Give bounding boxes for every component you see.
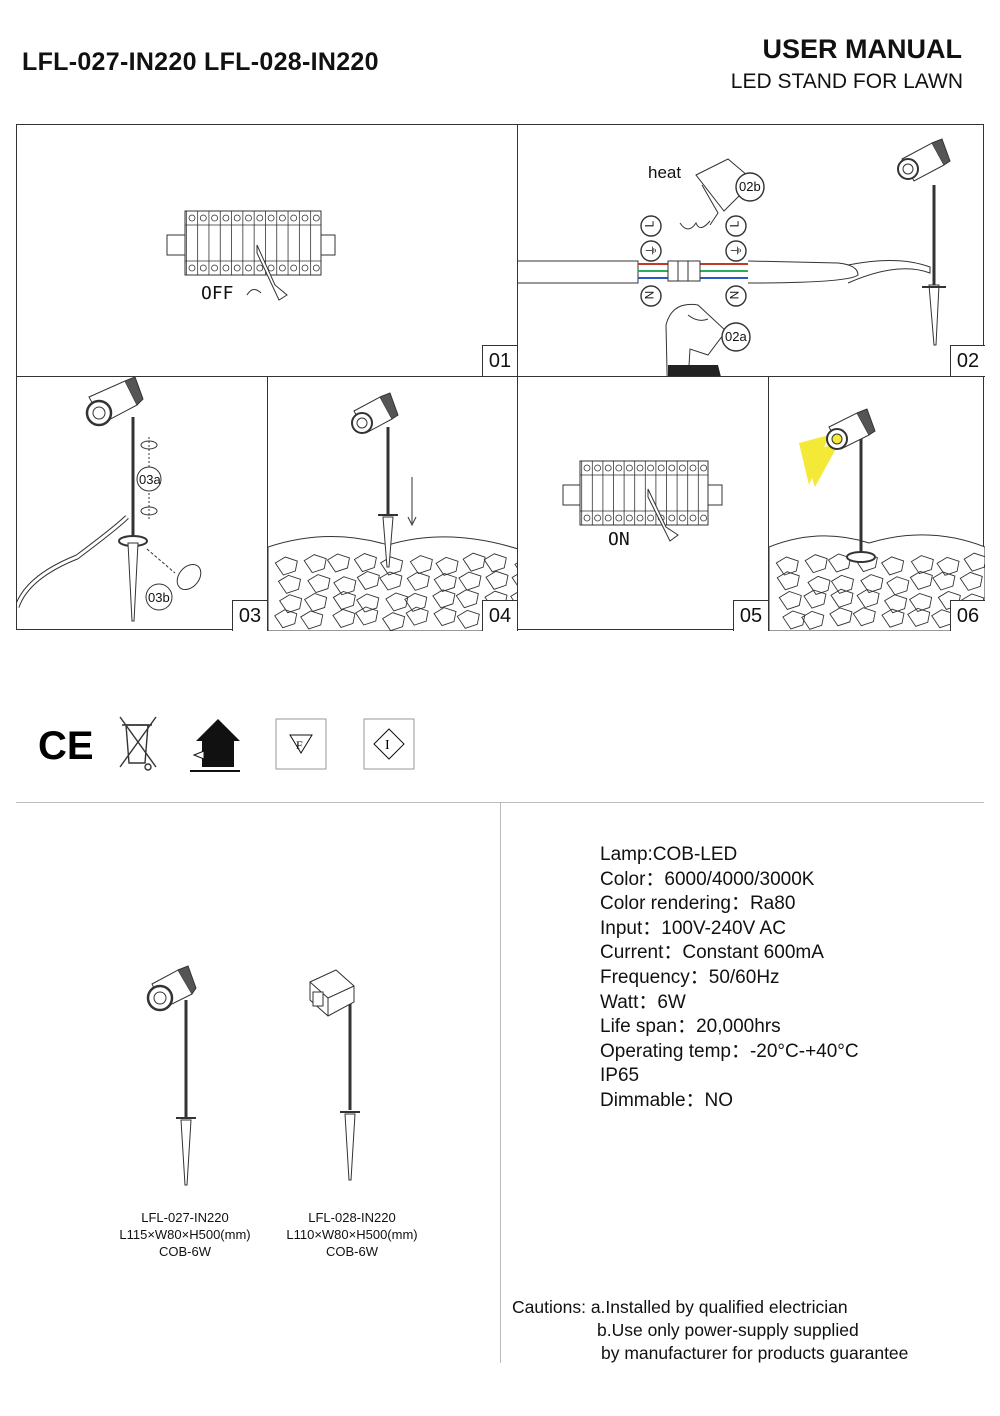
off-label: OFF [201, 283, 234, 304]
step-panel-02: heat 02b 02a L ⏚ N L ⏚ N 02 [518, 125, 985, 377]
assembly-illustration [17, 377, 202, 622]
step-number-04: 04 [482, 600, 517, 631]
indoor-outdoor-icon [190, 719, 240, 772]
step-panel-04: 04 [268, 377, 518, 631]
spec-dimmable: Dimmable：NO [600, 1089, 734, 1111]
spec-lamp: Lamp:COB-LED [600, 844, 738, 865]
spec-input: Input：100V-240V AC [600, 917, 786, 939]
product-model: LFL-028-IN220 [308, 1210, 396, 1225]
f-mark-icon: F [275, 718, 327, 770]
wire-label-l-left: L [642, 220, 657, 228]
wire-label-l-right: L [727, 220, 742, 228]
wire-label-n-right: N [727, 290, 742, 300]
certification-icons: CE F I [30, 715, 450, 775]
section-divider-horizontal [16, 802, 984, 803]
product-model: LFL-027-IN220 [141, 1210, 229, 1225]
spec-life-span: Life span：20,000hrs [600, 1016, 781, 1038]
step-number-03: 03 [232, 600, 267, 631]
wire-label-n-left: N [642, 290, 657, 300]
product-size: L115×W80×H500(mm) [119, 1227, 251, 1242]
callout-03b: 03b [148, 590, 170, 605]
heat-label: heat [648, 163, 682, 182]
spec-operating-temp: Operating temp：-20°C-+40°C [600, 1040, 859, 1062]
product-lfl-028-drawing [309, 969, 360, 1181]
manual-subtitle: LED STAND FOR LAWN [730, 70, 963, 93]
step-number-01: 01 [482, 345, 517, 376]
product-caption-lfl-027: LFL-027-IN220 L115×W80×H500(mm) COB-6W [100, 1209, 270, 1260]
specifications-list: Lamp:COB-LED Color：6000/4000/3000K Color… [600, 843, 859, 1114]
instruction-grid: OFF 01 [16, 124, 985, 631]
step-panel-05: ON 05 [518, 377, 769, 631]
manual-title: USER MANUAL [762, 34, 963, 64]
caution-b2: by manufacturer for products guarantee [601, 1343, 909, 1363]
wire-label-pe-left: ⏚ [644, 244, 659, 257]
on-label: ON [608, 529, 630, 550]
step-panel-03: 03a 03b 03 [17, 377, 268, 631]
lamp-lit-illustration [769, 408, 985, 631]
weee-bin-icon [119, 716, 157, 771]
section-divider-vertical [500, 803, 501, 1363]
ce-mark-icon: CE [38, 724, 94, 768]
callout-02a: 02a [725, 329, 747, 344]
ground-insert-illustration [268, 392, 517, 631]
model-title: LFL-027-IN220 LFL-028-IN220 [22, 48, 379, 76]
breaker-off-illustration [166, 210, 336, 301]
callout-02b: 02b [739, 179, 761, 194]
product-drawings [146, 965, 360, 1186]
svg-text:I: I [385, 738, 390, 753]
step-panel-06: 06 [769, 377, 985, 631]
spec-ip-rating: IP65 [600, 1065, 640, 1087]
product-lfl-027-drawing [146, 965, 197, 1186]
wire-label-pe-right: ⏚ [729, 244, 744, 257]
step-number-05: 05 [733, 600, 768, 631]
caution-b1: b.Use only power-supply supplied [597, 1320, 859, 1340]
step-number-02: 02 [950, 345, 985, 376]
product-size: L110×W80×H500(mm) [286, 1227, 418, 1242]
spec-color-rendering: Color rendering：Ra80 [600, 893, 796, 915]
product-caption-lfl-028: LFL-028-IN220 L110×W80×H500(mm) COB-6W [266, 1209, 438, 1260]
svg-text:CE: CE [38, 724, 94, 768]
caution-a: a.Installed by qualified electrician [590, 1297, 848, 1317]
spec-current: Current：Constant 600mA [600, 942, 824, 964]
spec-frequency: Frequency：50/60Hz [600, 966, 780, 988]
spec-color: Color：6000/4000/3000K [600, 868, 815, 890]
wiring-illustration [518, 138, 951, 376]
callout-03a: 03a [139, 472, 161, 487]
step-number-06: 06 [950, 600, 985, 631]
product-power: COB-6W [159, 1244, 211, 1259]
svg-text:F: F [296, 738, 303, 752]
class-i-icon: I [363, 718, 415, 770]
spec-watt: Watt：6W [600, 991, 686, 1013]
cautions-label: Cautions: [512, 1297, 586, 1317]
step-panel-01: OFF 01 [17, 125, 518, 377]
product-power: COB-6W [326, 1244, 378, 1259]
breaker-on-illustration [562, 460, 723, 542]
cautions-block: Cautions: a.Installed by qualified elect… [512, 1296, 908, 1365]
